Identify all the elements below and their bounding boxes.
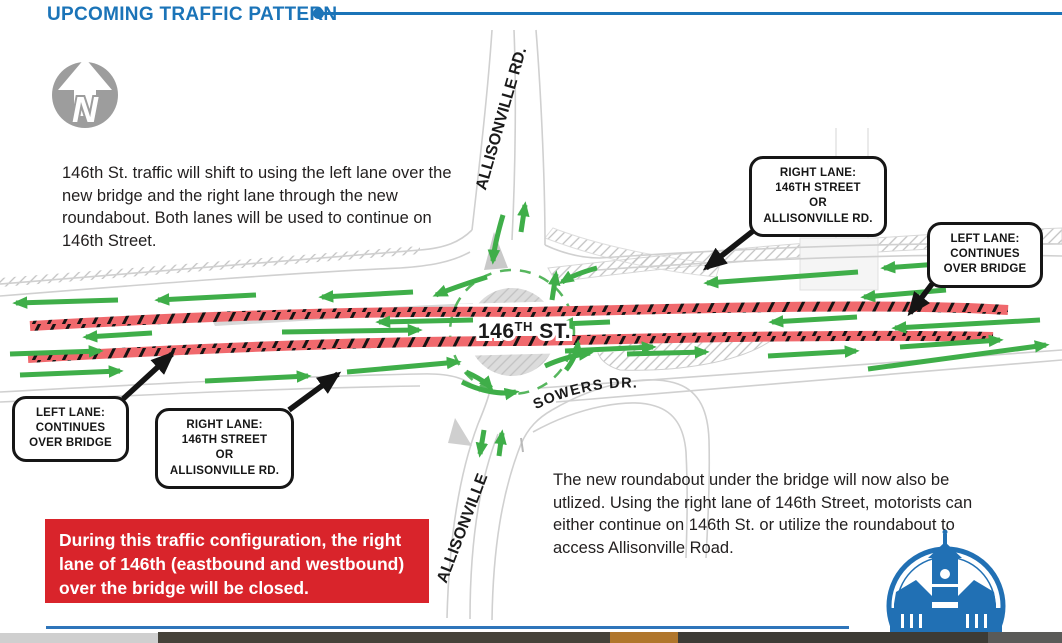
callout-left-lane-bottom: LEFT LANE: CONTINUES OVER BRIDGE [12,396,129,462]
north-icon: N [52,58,118,132]
callout-right-lane-bottom: RIGHT LANE: 146TH STREET OR ALLISONVILLE… [155,408,294,489]
label-146th-st: 146TH ST. [478,319,571,343]
label-allisonville-rd: ALLISONVILLE RD. [473,45,530,192]
footer-blue-rule [46,626,849,629]
south-splitter-island [448,418,472,446]
title-rule-dot [313,8,324,19]
roundabout-paragraph: The new roundabout under the bridge will… [553,471,973,557]
bottom-bar-segment-gray [988,632,1062,643]
bottom-bar-segment-dark2 [678,632,988,643]
intro-paragraph: 146th St. traffic will shift to using th… [62,164,452,250]
label-allisonville: ALLISONVILLE [434,471,491,585]
page-title: UPCOMING TRAFFIC PATTERN [47,4,338,25]
closed-lane-red-hatching [27,301,1009,363]
traffic-flow-arrows [9,201,1050,458]
bottom-bar-segment-dark [158,632,610,643]
bottom-bar-segment-light [0,632,158,643]
courthouse-details [901,569,987,628]
callout-left-lane-top: LEFT LANE: CONTINUES OVER BRIDGE [927,222,1043,288]
label-sowers-dr: SOWERS DR. [531,375,639,413]
roundabout-dashed-path [448,268,576,396]
alert-box: During this traffic configuration, the r… [45,519,429,603]
svg-text:N: N [72,89,99,130]
callout-arrows [121,228,935,413]
title-rule-line [323,12,1062,15]
callout-right-lane-top: RIGHT LANE: 146TH STREET OR ALLISONVILLE… [749,156,887,237]
bottom-bar-segment-orange [610,632,678,643]
